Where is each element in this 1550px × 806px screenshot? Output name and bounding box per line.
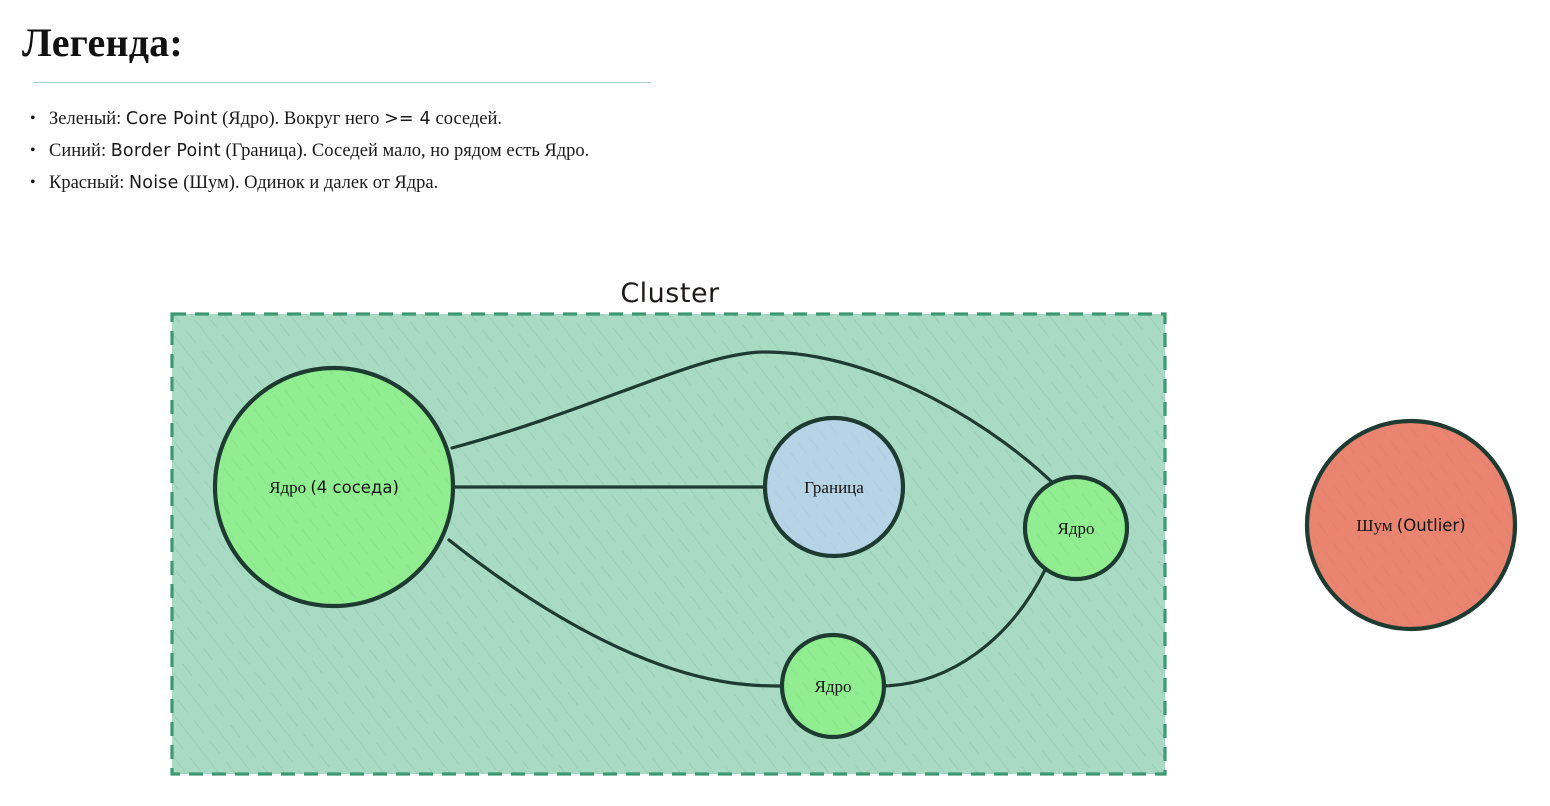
legend-item-0-term2: >= 4 <box>384 109 431 129</box>
legend-item-0-suffix: (Ядро). Вокруг него <box>217 109 385 129</box>
legend-item-1-suffix: (Граница). Соседей мало, но рядом есть Я… <box>220 141 590 161</box>
core-right-hatch <box>1027 479 1125 577</box>
border-hatch <box>767 420 901 554</box>
legend-item-2-term: Noise <box>129 173 179 193</box>
noise-label-ru: Шум <box>1356 516 1396 535</box>
noise-hatch <box>1309 423 1513 627</box>
legend-item-0-prefix: Зеленый: <box>49 109 126 129</box>
node-core-right[interactable]: Ядро <box>1022 474 1130 582</box>
core-main-label: Ядро (4 соседа) <box>269 478 399 497</box>
bullet-icon: • <box>30 174 36 191</box>
page-title: Легенда: <box>22 20 183 65</box>
list-item: • Красный: Noise (Шум). Одинок и далек от… <box>22 167 662 199</box>
core-main-hatch <box>217 370 451 604</box>
legend-list: • Зеленый: Core Point (Ядро). Вокруг него… <box>22 103 662 199</box>
node-core-main[interactable]: Ядро (4 соседа) <box>212 365 456 609</box>
noise-label-lat: (Outlier) <box>1397 516 1466 535</box>
edge-core-main-to-core-bottom <box>447 538 784 688</box>
legend-item-1-term: Border Point <box>110 141 221 161</box>
core-main-label-ru: Ядро <box>269 478 310 497</box>
node-core-bottom[interactable]: Ядро <box>779 632 887 740</box>
legend-item-2-suffix: (Шум). Одинок и далек от Ядра. <box>178 173 439 193</box>
core-right-label: Ядро <box>1058 519 1095 538</box>
legend-item-1-prefix: Синий: <box>49 141 111 161</box>
legend-divider <box>33 82 651 83</box>
core-main-label-lat: (4 соседа) <box>310 478 399 497</box>
noise-label: Шум (Outlier) <box>1356 516 1465 535</box>
cluster-title: Cluster <box>620 278 720 309</box>
node-noise[interactable]: Шум (Outlier) <box>1304 418 1518 632</box>
dbscan-diagram: Cluster Ядро (4 <box>0 240 1550 806</box>
list-item: • Зеленый: Core Point (Ядро). Вокруг него… <box>22 103 662 135</box>
bullet-icon: • <box>30 110 36 127</box>
legend-item-2-prefix: Красный: <box>49 173 130 193</box>
legend-item-0-suffix2: соседей. <box>430 109 502 129</box>
border-label: Граница <box>804 478 864 497</box>
node-border[interactable]: Граница <box>762 415 906 559</box>
legend-item-0-term: Core Point <box>125 109 218 129</box>
bullet-icon: • <box>30 142 36 159</box>
cluster-border <box>170 312 1167 776</box>
legend-section: Легенда: • Зеленый: Core Point (Ядро). Во… <box>22 10 662 199</box>
edge-core-main-to-core-right <box>450 350 1060 490</box>
core-bottom-label: Ядро <box>815 677 852 696</box>
core-bottom-hatch <box>784 637 882 735</box>
list-item: • Синий: Border Point (Граница). Соседей … <box>22 135 662 167</box>
